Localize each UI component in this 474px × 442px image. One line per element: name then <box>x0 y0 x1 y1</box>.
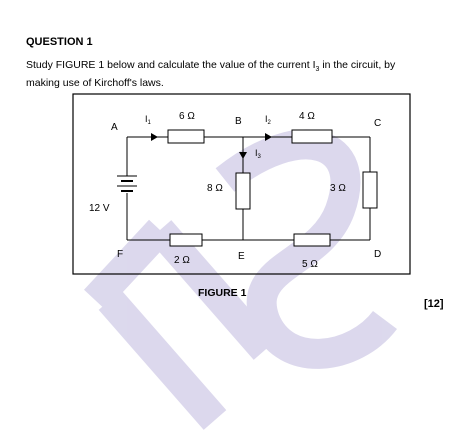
resistor-fe-label: 2 Ω <box>174 255 190 266</box>
resistor-be-label: 8 Ω <box>207 183 223 194</box>
battery-voltage-label: 12 V <box>89 203 110 214</box>
arrow-i1 <box>151 133 158 141</box>
current-i3-label: I3 <box>255 148 262 160</box>
resistor-cd-label: 3 Ω <box>330 183 346 194</box>
figure-caption: FIGURE 1 <box>198 287 247 299</box>
resistor-bc-label: 4 Ω <box>299 111 315 122</box>
node-label-a: A <box>111 122 118 133</box>
figure-frame <box>72 93 411 275</box>
watermark-e-shape <box>84 219 277 430</box>
resistor-be <box>235 172 251 210</box>
node-label-e: E <box>238 251 245 262</box>
question-text: Study FIGURE 1 below and calculate the v… <box>26 59 426 89</box>
node-label-c: C <box>374 118 381 129</box>
resistor-ed-label: 5 Ω <box>302 259 318 270</box>
current-i1-label: I1 <box>145 114 152 126</box>
question-text-start: Study FIGURE 1 below and calculate the v… <box>26 59 316 71</box>
question-text-subscript: 3 <box>315 66 320 74</box>
resistor-fe <box>169 233 203 247</box>
question-text-end: in the circuit, by making use of Kirchof… <box>26 59 396 89</box>
node-label-b: B <box>235 116 242 127</box>
node-label-f: F <box>117 249 123 260</box>
resistor-bc <box>291 129 333 144</box>
battery-symbol <box>117 175 137 192</box>
marks-label: [12] <box>424 298 444 310</box>
arrow-i3 <box>239 152 247 159</box>
arrow-i2 <box>265 133 272 141</box>
resistor-ed <box>293 233 331 247</box>
current-i2-label: I2 <box>265 114 272 126</box>
resistor-ab <box>167 129 205 144</box>
node-label-d: D <box>374 249 381 260</box>
watermark-s-shape <box>215 129 397 369</box>
question-title: QUESTION 1 <box>26 36 93 48</box>
resistor-ab-label: 6 Ω <box>179 111 195 122</box>
resistor-cd <box>362 171 378 209</box>
